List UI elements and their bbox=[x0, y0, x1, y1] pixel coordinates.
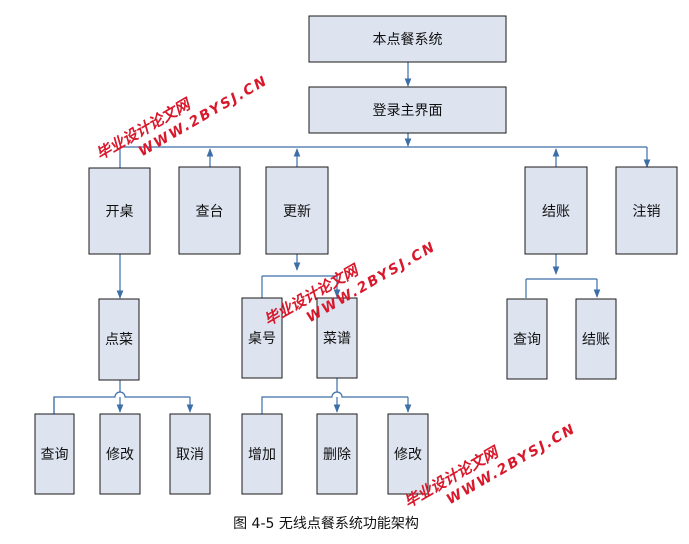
box-menu-add: 增加 bbox=[241, 413, 283, 495]
box-checkout-query-label: 查询 bbox=[513, 332, 541, 348]
box-order-label: 点菜 bbox=[105, 332, 133, 348]
box-order-query-label: 查询 bbox=[41, 447, 69, 463]
box-logout: 注销 bbox=[615, 166, 678, 255]
box-order-modify: 修改 bbox=[99, 413, 141, 495]
box-check: 查台 bbox=[178, 166, 241, 255]
box-update-label: 更新 bbox=[283, 204, 311, 220]
figure-caption: 图 4-5 无线点餐系统功能架构 bbox=[233, 516, 419, 532]
box-menu-delete-label: 删除 bbox=[323, 447, 351, 463]
box-menu-edit-label: 修改 bbox=[394, 447, 422, 463]
box-menu-delete: 删除 bbox=[316, 413, 358, 495]
box-checkout-settle: 结账 bbox=[575, 298, 617, 380]
box-menu-add-label: 增加 bbox=[248, 447, 276, 463]
box-logout-label: 注销 bbox=[633, 204, 661, 220]
box-checkout: 结账 bbox=[524, 166, 588, 255]
connectors bbox=[53, 62, 651, 414]
box-checkout-settle-label: 结账 bbox=[582, 332, 610, 348]
box-check-label: 查台 bbox=[196, 204, 224, 220]
box-menu: 菜谱 bbox=[316, 297, 358, 379]
box-root-label: 本点餐系统 bbox=[373, 32, 443, 48]
box-checkout-query: 查询 bbox=[506, 298, 548, 380]
connector-order-bus bbox=[53, 391, 190, 414]
connector-menu-bus bbox=[261, 391, 408, 414]
box-open-label: 开桌 bbox=[106, 204, 134, 220]
box-menu-edit: 修改 bbox=[387, 413, 429, 495]
box-root: 本点餐系统 bbox=[308, 15, 507, 63]
box-order-cancel: 取消 bbox=[169, 413, 211, 495]
box-order-modify-label: 修改 bbox=[106, 447, 134, 463]
box-menu-label: 菜谱 bbox=[323, 331, 351, 347]
box-update: 更新 bbox=[265, 166, 329, 255]
box-table-no-label: 桌号 bbox=[248, 331, 276, 347]
box-open: 开桌 bbox=[88, 167, 151, 255]
box-table-no: 桌号 bbox=[241, 297, 283, 379]
box-main: 登录主界面 bbox=[308, 86, 507, 134]
box-order: 点菜 bbox=[98, 298, 140, 381]
box-order-cancel-label: 取消 bbox=[176, 447, 204, 463]
box-checkout-label: 结账 bbox=[542, 204, 570, 220]
box-order-query: 查询 bbox=[34, 413, 75, 495]
box-main-label: 登录主界面 bbox=[373, 103, 443, 119]
